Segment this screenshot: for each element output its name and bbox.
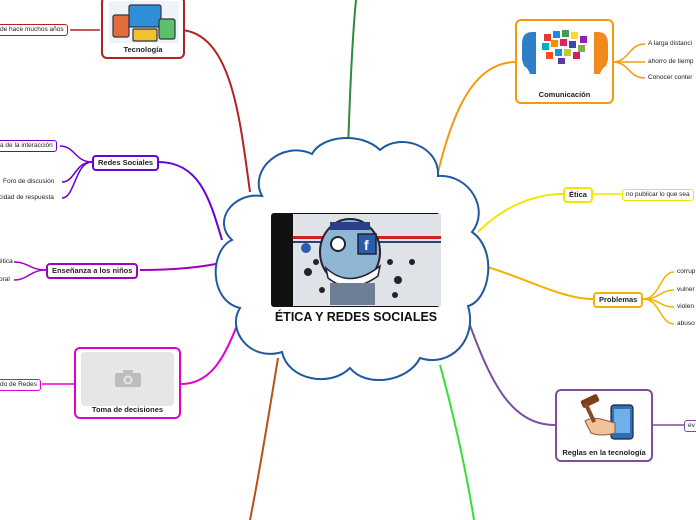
leaf-etica-1[interactable]: no publicar lo que sea [622, 189, 694, 201]
image-placeholder [81, 352, 174, 406]
link-leaf-com-3 [611, 61, 646, 79]
link-ensenanza [139, 261, 226, 271]
node-redes-sociales[interactable]: Redes Sociales [92, 155, 160, 171]
link-leaf-redes-3 [61, 161, 93, 199]
node-comunicacion-label: Comunicación [538, 90, 591, 99]
link-comunicacion [434, 61, 517, 186]
node-tecnologia-label: Tecnología [123, 45, 163, 54]
node-comunicacion[interactable]: Comunicación [515, 19, 614, 104]
link-leaf-redes-2 [61, 161, 93, 183]
devices-image [109, 1, 179, 43]
central-title: ÉTICA Y REDES SOCIALES [274, 310, 438, 324]
leaf-comunicacion-3[interactable]: Conocer conter [648, 74, 693, 81]
node-reglas[interactable]: Reglas en la tecnología [555, 389, 653, 462]
central-image: f [271, 213, 441, 307]
leaf-problemas-2[interactable]: vulner [677, 286, 695, 293]
link-leaf-prob-4 [642, 298, 675, 325]
link-top [347, 0, 357, 151]
link-toma-decisiones [180, 311, 243, 385]
leaf-problemas-4[interactable]: abuso [677, 320, 695, 327]
link-tecnologia [181, 29, 251, 193]
link-leaf-ens-1 [13, 261, 47, 271]
svg-text:f: f [364, 237, 369, 253]
link-etica [477, 193, 564, 233]
node-problemas[interactable]: Problemas [593, 292, 644, 308]
gavel-tablet-image [580, 394, 634, 440]
node-toma-decisiones-label: Toma de decisiones [91, 405, 164, 414]
link-redes-sociales [157, 161, 223, 241]
link-problemas [479, 264, 594, 300]
leaf-redes-3[interactable]: cidad de respuesta [0, 194, 54, 201]
leaf-redes-1[interactable]: a de la interacción [0, 140, 57, 152]
leaf-comunicacion-1[interactable]: A larga distanci [648, 40, 693, 47]
node-tecnologia[interactable]: Tecnología [101, 0, 185, 59]
leaf-tecnologia-1[interactable]: de hace muchos años [0, 24, 68, 36]
leaf-reglas-1[interactable]: ev [684, 420, 696, 432]
leaf-problemas-1[interactable]: corrup [677, 268, 696, 275]
leaf-comunicacion-2[interactable]: ahorro de tiemp [648, 58, 694, 65]
link-leaf-ens-2 [13, 269, 47, 281]
speech-heads-image [522, 28, 608, 76]
node-ensenanza[interactable]: Enseñanza a los niños [46, 263, 139, 279]
leaf-redes-2[interactable]: Foro de discusión [3, 178, 55, 185]
link-bottom-left [249, 357, 279, 520]
link-leaf-com-1 [611, 43, 646, 63]
link-bottom-right [439, 364, 475, 520]
leaf-toma-1[interactable]: do de Redes [0, 379, 41, 391]
node-toma-decisiones[interactable]: Toma de decisiones [74, 347, 181, 419]
node-reglas-label: Reglas en la tecnología [562, 448, 646, 457]
leaf-ensenanza-1[interactable]: ética [0, 258, 13, 265]
link-reglas [467, 319, 556, 426]
camera-placeholder-icon [115, 370, 141, 387]
leaf-problemas-3[interactable]: violen [677, 303, 694, 310]
link-leaf-redes-1 [59, 145, 93, 163]
leaf-ensenanza-2[interactable]: oral [0, 276, 10, 283]
node-etica[interactable]: Ética [563, 187, 593, 203]
